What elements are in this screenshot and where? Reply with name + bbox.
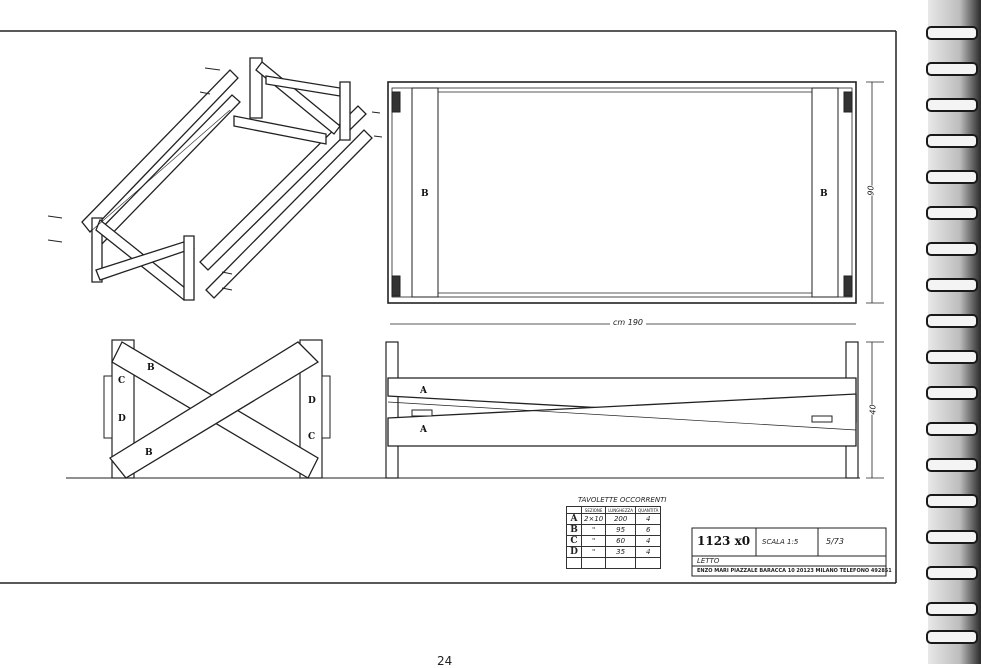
part-label-a-front-bottom: A <box>420 425 427 435</box>
dimension-height: 40 <box>868 404 878 415</box>
spiral-coil <box>926 422 978 436</box>
table-row: C " 60 4 <box>566 535 662 547</box>
row-section: " <box>580 546 607 558</box>
parts-table-header-row: SEZIONE LUNGHEZZA QUANTITÀ <box>566 506 662 514</box>
side-view <box>103 339 331 479</box>
part-label-b-plan-right: B <box>820 189 828 199</box>
part-label-b-side-bottom: B <box>145 448 153 458</box>
row-length: 35 <box>605 546 637 558</box>
row-length: 95 <box>605 524 637 536</box>
spiral-coil <box>926 602 978 616</box>
spiral-coil <box>926 566 978 580</box>
spiral-coil <box>926 494 978 508</box>
spiral-coil <box>926 62 978 76</box>
row-empty-cell <box>580 557 607 569</box>
row-qty: 4 <box>635 513 662 525</box>
parts-table-corner <box>566 506 582 514</box>
parts-table: SEZIONE LUNGHEZZA QUANTITÀ A 2×10 200 4 … <box>566 506 662 569</box>
spiral-coil <box>926 206 978 220</box>
row-section: " <box>580 524 607 536</box>
designer-address: ENZO MARI PIAZZALE BARACCA 10 20123 MILA… <box>697 568 892 574</box>
plan-view <box>387 81 857 304</box>
dimension-width: 90 <box>866 185 876 196</box>
table-row: A 2×10 200 4 <box>566 513 662 525</box>
spiral-coil <box>926 458 978 472</box>
row-qty: 4 <box>635 546 662 558</box>
title-block <box>691 527 887 577</box>
spiral-coil <box>926 386 978 400</box>
spiral-coil <box>926 170 978 184</box>
drawing-name: LETTO <box>697 557 720 565</box>
part-label-c-side-right: C <box>308 432 316 442</box>
plan-dimensions <box>390 81 884 325</box>
spiral-coil <box>926 98 978 112</box>
drawing-scale: SCALA 1:5 <box>762 538 799 546</box>
spiral-coil <box>926 314 978 328</box>
drawing-number: 1123 x0 <box>697 534 751 548</box>
spiral-coil <box>926 26 978 40</box>
row-qty: 4 <box>635 535 662 547</box>
row-code: D <box>566 546 582 558</box>
header-section: SEZIONE <box>580 506 607 514</box>
row-section: 2×10 <box>580 513 607 525</box>
part-label-d-side-left: D <box>118 414 126 424</box>
header-quantity: QUANTITÀ <box>635 506 662 514</box>
row-code: B <box>566 524 582 536</box>
spiral-coil <box>926 278 978 292</box>
page-number: 24 <box>437 654 453 668</box>
parts-table-title: TAVOLETTE OCCORRENTI <box>578 496 667 504</box>
row-code: A <box>566 513 582 525</box>
part-label-b-plan-left: B <box>421 189 429 199</box>
sheet-border <box>0 30 897 584</box>
isometric-dash-marks <box>47 67 383 291</box>
table-row-empty <box>566 557 662 569</box>
dimension-length: cm 190 <box>610 318 647 327</box>
row-empty-cell <box>635 557 662 569</box>
row-empty-cell <box>566 557 582 569</box>
row-code: C <box>566 535 582 547</box>
table-row: B " 95 6 <box>566 524 662 536</box>
header-length: LUNGHEZZA <box>605 506 637 514</box>
part-label-a-front-top: A <box>420 386 427 396</box>
front-elevation <box>385 341 859 479</box>
part-label-c-side-left: C <box>118 376 126 386</box>
spiral-coil <box>926 350 978 364</box>
spiral-coil <box>926 242 978 256</box>
part-label-b-side-top: B <box>147 363 155 373</box>
row-length: 200 <box>605 513 637 525</box>
part-label-d-side-right: D <box>308 396 316 406</box>
spiral-coil <box>926 530 978 544</box>
isometric-view <box>81 57 373 301</box>
table-row: D " 35 4 <box>566 546 662 558</box>
row-empty-cell <box>605 557 637 569</box>
row-length: 60 <box>605 535 637 547</box>
row-qty: 6 <box>635 524 662 536</box>
spiral-coil <box>926 134 978 148</box>
spiral-coil <box>926 630 978 644</box>
drawing-date: 5/73 <box>826 537 844 546</box>
row-section: " <box>580 535 607 547</box>
